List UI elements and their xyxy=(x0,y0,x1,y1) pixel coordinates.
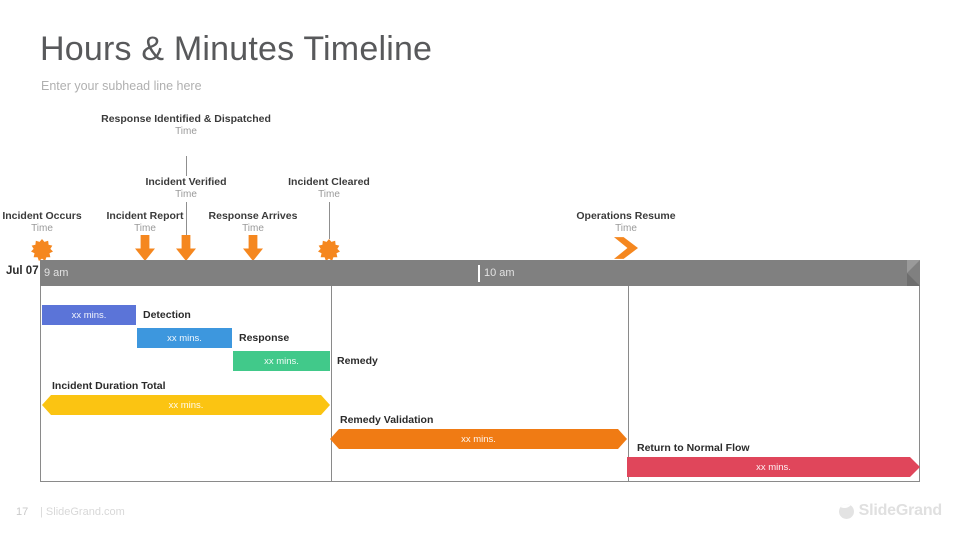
milestone-time: Time xyxy=(175,125,197,137)
footer-site-label: | SlideGrand.com xyxy=(40,506,125,518)
arrow-down-icon[interactable] xyxy=(176,235,196,261)
milestone-title: Incident Verified xyxy=(145,176,227,188)
hour-tick: 10 am xyxy=(478,264,515,282)
milestone-leader-line xyxy=(329,202,330,239)
task-duration-label: xx mins. xyxy=(756,461,791,473)
task-name-label: Incident Duration Total xyxy=(52,380,166,392)
brand-logo-text: SlideGrand xyxy=(858,502,943,519)
task-duration-label: xx mins. xyxy=(461,433,496,445)
grid-line xyxy=(628,286,629,481)
milestone-leader-line xyxy=(186,156,187,176)
hour-tick: 9 am xyxy=(42,264,68,282)
task-name-label: Return to Normal Flow xyxy=(637,442,750,454)
milestone-time: Time xyxy=(242,222,264,234)
milestone-time: Time xyxy=(134,222,156,234)
milestone-time: Time xyxy=(31,222,53,234)
milestone-time: Time xyxy=(318,188,340,200)
milestone-title: Incident Occurs xyxy=(2,210,82,222)
arrow-down-icon[interactable] xyxy=(243,235,263,261)
grid-line xyxy=(331,286,332,481)
task-bar[interactable]: xx mins. xyxy=(627,457,920,477)
arrow-down-icon[interactable] xyxy=(135,235,155,261)
task-name-label: Remedy xyxy=(337,355,378,367)
milestone-time: Time xyxy=(175,188,197,200)
milestone-time: Time xyxy=(615,222,637,234)
star-icon[interactable] xyxy=(318,239,340,261)
page-title: Hours & Minutes Timeline xyxy=(40,30,433,68)
task-name-label: Response xyxy=(239,332,290,344)
milestone-title: Response Identified & Dispatched xyxy=(101,113,271,125)
footer-page-number: 17 xyxy=(16,506,29,518)
task-name-label: Detection xyxy=(143,309,191,321)
task-duration-label: xx mins. xyxy=(167,332,202,344)
page-subhead: Enter your subhead line here xyxy=(41,79,202,93)
milestone-title: Operations Resume xyxy=(576,210,676,222)
timeline-header-bar: 9 am 10 am xyxy=(40,260,920,286)
milestone-title: Response Arrives xyxy=(208,210,298,222)
task-duration-label: xx mins. xyxy=(71,309,107,321)
hour-tick-label: 10 am xyxy=(484,267,515,279)
timeline-date-label: Jul 07 xyxy=(6,265,39,277)
milestone-title: Incident Report xyxy=(106,210,184,222)
task-bar[interactable]: xx mins. xyxy=(330,429,627,449)
hour-tick-label: 9 am xyxy=(44,267,69,279)
task-bar[interactable]: xx mins. xyxy=(137,328,232,348)
sphere-icon xyxy=(838,503,854,519)
chevron-right-icon[interactable] xyxy=(614,237,638,259)
star-icon[interactable] xyxy=(31,239,53,261)
brand-logo: SlideGrand xyxy=(838,502,943,520)
task-name-label: Remedy Validation xyxy=(340,414,434,426)
milestone-leader-line xyxy=(186,202,187,235)
task-duration-label: xx mins. xyxy=(264,355,299,367)
task-bar[interactable]: xx mins. xyxy=(233,351,330,371)
task-bar[interactable]: xx mins. xyxy=(42,305,136,325)
hour-tick-rule xyxy=(478,264,480,282)
milestone-title: Incident Cleared xyxy=(288,176,370,188)
gantt-plot-area xyxy=(40,286,920,482)
task-duration-label: xx mins. xyxy=(168,399,204,411)
task-bar[interactable]: xx mins. xyxy=(42,395,330,415)
